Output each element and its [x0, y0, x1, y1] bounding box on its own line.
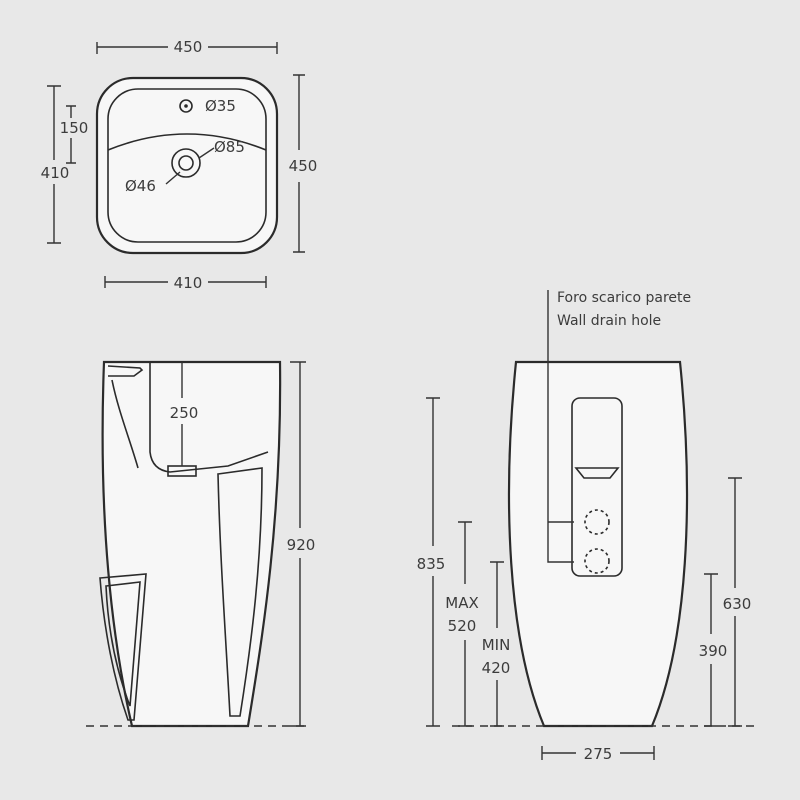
- label-drain-outer: Ø85: [214, 138, 245, 156]
- drain-hole-min-icon: [584, 548, 610, 574]
- basin-outer-rim: [95, 76, 279, 255]
- drain-outer-icon: [171, 148, 201, 178]
- front-leg: [217, 467, 263, 717]
- dim-line-width-top: [96, 42, 278, 54]
- label-drain-inner: Ø46: [125, 177, 156, 195]
- dim-630: 630: [723, 595, 752, 613]
- dim-line-630: [728, 477, 742, 727]
- dim-line-depth-right: [293, 74, 305, 253]
- side-view: 250 920: [86, 360, 316, 728]
- dim-min-value: 420: [482, 659, 511, 677]
- note-text-en: Wall drain hole: [557, 313, 661, 329]
- dim-275: 275: [584, 745, 613, 763]
- front-view: Foro scarico parete Wall drain hole 835 …: [417, 290, 760, 763]
- dim-line-835: [426, 397, 440, 727]
- dim-line-depth-left: [47, 85, 61, 244]
- dim-line-min: [490, 561, 504, 727]
- dim-depth-left: 410: [41, 164, 70, 182]
- note-text-it: Foro scarico parete: [557, 290, 691, 306]
- basin-inner-rim: [107, 88, 267, 243]
- label-tap-hole: Ø35: [205, 97, 236, 115]
- dim-min-label: MIN: [482, 636, 511, 654]
- dim-line-275: [541, 746, 655, 760]
- dim-line-total-height: [290, 361, 306, 727]
- dim-line-tap-offset: [66, 105, 76, 164]
- dim-width-bottom: 410: [174, 274, 203, 292]
- pedestal-front-outline: [507, 360, 689, 728]
- back-cutout-inner: [105, 581, 141, 707]
- tap-hole-icon: [179, 99, 193, 113]
- drain-inner-leader: [165, 171, 181, 185]
- basin-bowl-edge: [107, 133, 267, 151]
- dim-total-height: 920: [287, 536, 316, 554]
- service-panel: [571, 397, 623, 577]
- dim-max-value: 520: [448, 617, 477, 635]
- back-cutout: [99, 573, 147, 721]
- panel-shelf: [574, 467, 620, 479]
- dim-width-top: 450: [174, 38, 203, 56]
- note-leader: [547, 290, 574, 563]
- top-view: 450 450 410 410 150 Ø35 Ø85 Ø46: [41, 38, 318, 292]
- dim-tap-offset: 150: [60, 119, 89, 137]
- back-wall-line: [111, 379, 139, 469]
- drain-hole-max-icon: [584, 509, 610, 535]
- dim-390: 390: [699, 642, 728, 660]
- tap-hole-center: [184, 104, 188, 108]
- dim-depth-right: 450: [289, 157, 318, 175]
- dim-835: 835: [417, 555, 446, 573]
- dim-bowl-depth: 250: [170, 404, 199, 422]
- rim-detail: [107, 365, 144, 377]
- dim-line-390: [704, 573, 718, 727]
- dim-line-width-bottom: [104, 276, 267, 288]
- dim-max-label: MAX: [445, 594, 478, 612]
- drain-inner-icon: [178, 155, 194, 171]
- dim-line-max: [458, 521, 472, 727]
- bowl-section: [149, 362, 269, 473]
- drain-outer-leader: [198, 147, 215, 159]
